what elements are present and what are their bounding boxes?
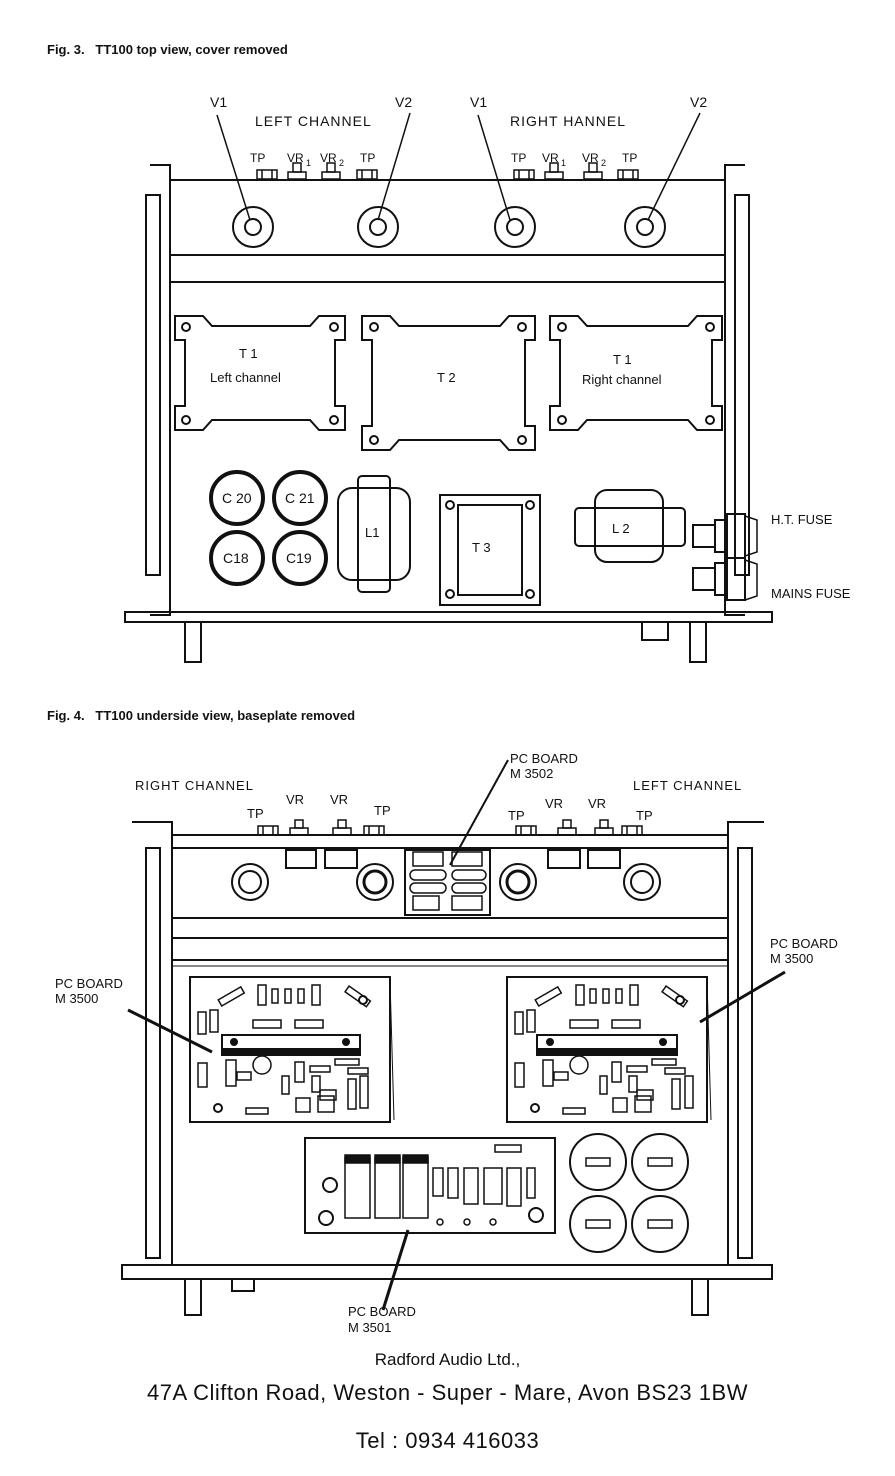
fig3-vr2-label-right: VR <box>582 151 599 165</box>
fig3-caption: Fig. 3. TT100 top view, cover removed <box>47 42 288 57</box>
fig3-tp-label-4: TP <box>622 151 637 165</box>
fig4-pc-board-m3501-label: PC BOARD <box>348 1304 416 1319</box>
fig3-t1-right-label: T 1 <box>613 352 632 367</box>
fig3-vr2-sub-left: 2 <box>339 158 344 168</box>
footer-company: Radford Audio Ltd., <box>374 1350 521 1369</box>
fig3-t3-label: T 3 <box>472 540 491 555</box>
fig3-v2-left-label: V2 <box>395 94 412 110</box>
fig3-transformer-t3: T 3 <box>439 494 541 606</box>
fig4-caption: Fig. 4. TT100 underside view, baseplate … <box>47 708 356 723</box>
fig3-vr2-label-left: VR <box>320 151 337 165</box>
fig3-mains-fuse-label: MAINS FUSE <box>771 586 851 601</box>
fig3-l2-label: L 2 <box>612 521 630 536</box>
fig4-left-channel-label: LEFT CHANNEL <box>633 778 742 793</box>
fig4-pc-board-m3501 <box>304 1137 556 1234</box>
fig4-pc-board-m3502 <box>404 849 491 916</box>
fig3-tp-label-2: TP <box>360 151 375 165</box>
fig3-v1-left-leader <box>216 114 251 221</box>
fig4-vr-label-2: VR <box>330 792 348 807</box>
fig3-transformer-t2: T 2 <box>361 315 536 451</box>
fig3-trim-hardware <box>256 162 639 180</box>
fig3-vr1-label-right: VR <box>542 151 559 165</box>
fig4-trim-hardware <box>257 819 643 836</box>
fig3-right-channel-label: RIGHT HANNEL <box>510 113 626 129</box>
fig4-m3500-right-label: M 3500 <box>770 951 813 966</box>
fig4-pc-board-right-label: PC BOARD <box>770 936 838 951</box>
fig4-m3500-left-leader <box>127 1008 213 1054</box>
fig4-right-channel-label: RIGHT CHANNEL <box>135 778 254 793</box>
fig3-fuse-holders <box>692 513 758 601</box>
fig3-v1-right-label: V1 <box>470 94 487 110</box>
fig4-m3501-label: M 3501 <box>348 1320 391 1335</box>
fig4-tp-label-3: TP <box>508 808 525 823</box>
fig3-capacitors <box>209 470 328 586</box>
fig3-ht-fuse-label: H.T. FUSE <box>771 512 833 527</box>
fig4-vr-label-1: VR <box>286 792 304 807</box>
fig3-t2-label: T 2 <box>437 370 456 385</box>
fig4-pc-board-m3500-right <box>506 976 712 1123</box>
fig3-tp-label-1: TP <box>250 151 265 165</box>
fig3-vr1-sub-left: 1 <box>306 158 311 168</box>
fig3-choke-l2: L 2 <box>574 489 686 563</box>
fig3-transformer-t1-right: T 1 Right channel <box>549 315 723 431</box>
fig3-v2-right-label: V2 <box>690 94 707 110</box>
fig4-tp-label-4: TP <box>636 808 653 823</box>
fig3-t1-left-label: T 1 <box>239 346 258 361</box>
fig3-c21-label: C 21 <box>285 490 315 506</box>
fig3-c18-label: C18 <box>223 550 249 566</box>
fig3-choke-l1: L1 <box>337 475 411 593</box>
footer-tel: Tel : 0934 416033 <box>355 1428 540 1453</box>
fig3-transformer-t1-left: T 1 Left channel <box>174 315 346 431</box>
fig4-valve-sockets <box>231 849 661 901</box>
fig4-diagram: RIGHT CHANNEL LEFT CHANNEL PC BOARD M 35… <box>55 751 838 1335</box>
fig3-vr1-label-left: VR <box>287 151 304 165</box>
fig3-t1-right-sublabel: Right channel <box>582 372 662 387</box>
fig3-vr2-sub-right: 2 <box>601 158 606 168</box>
fig3-c20-label: C 20 <box>222 490 252 506</box>
fig3-l1-label: L1 <box>365 525 379 540</box>
fig3-vr1-sub-right: 1 <box>561 158 566 168</box>
fig4-tp-label-1: TP <box>247 806 264 821</box>
fig4-vr-label-3: VR <box>545 796 563 811</box>
footer-address: 47A Clifton Road, Weston - Super - Mare,… <box>147 1380 748 1405</box>
fig4-chassis <box>121 821 773 1316</box>
fig4-pc-board-m3502-label: PC BOARD <box>510 751 578 766</box>
fig3-valve-sockets <box>232 206 666 248</box>
fig4-m3502-label: M 3502 <box>510 766 553 781</box>
fig4-m3501-leader <box>381 1229 410 1311</box>
fig3-left-channel-label: LEFT CHANNEL <box>255 113 372 129</box>
fig3-v1-left-label: V1 <box>210 94 227 110</box>
fig3-v1-right-leader <box>477 114 511 221</box>
fig4-pc-board-m3500-left <box>189 976 395 1123</box>
fig3-c19-label: C19 <box>286 550 312 566</box>
fig4-m3500-left-label: M 3500 <box>55 991 98 1006</box>
fig3-diagram: V1 V2 V1 V2 LEFT CHANNEL RIGHT HANNEL TP… <box>124 94 851 663</box>
fig4-tp-label-2: TP <box>374 803 391 818</box>
fig4-can-capacitors <box>569 1133 689 1253</box>
fig4-pc-board-left-label: PC BOARD <box>55 976 123 991</box>
fig3-v2-right-leader <box>647 112 701 221</box>
fig4-vr-label-4: VR <box>588 796 606 811</box>
fig3-t1-left-sublabel: Left channel <box>210 370 281 385</box>
fig3-v2-left-leader <box>377 112 411 221</box>
fig4-m3500-right-leader <box>699 970 786 1024</box>
fig3-tp-label-3: TP <box>511 151 526 165</box>
fig3-chassis <box>124 164 773 663</box>
